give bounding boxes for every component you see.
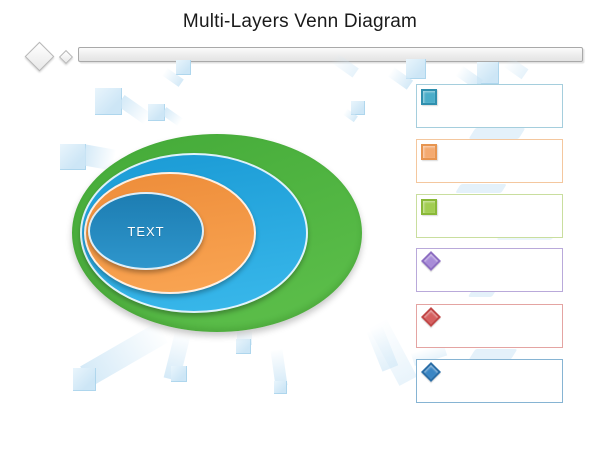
decor-cube	[176, 60, 191, 75]
decor-cube	[406, 59, 426, 79]
legend-marker-diamond-purple	[421, 251, 441, 271]
legend-marker-square-orange	[421, 144, 437, 160]
decor-swoosh	[455, 184, 507, 193]
legend-box-2	[416, 139, 563, 183]
decor-header-bar	[78, 47, 583, 62]
decor-diamond-small	[58, 49, 74, 65]
decor-cube	[351, 101, 365, 115]
legend-marker-diamond-red	[421, 307, 441, 327]
decor-swoosh	[468, 128, 526, 139]
decor-cube	[73, 368, 96, 391]
decor-cube	[236, 339, 251, 354]
decor-cube	[477, 62, 499, 84]
legend-box-3	[416, 194, 563, 238]
decor-cube	[171, 366, 187, 382]
venn-layer-core-blue: TEXT	[88, 192, 204, 270]
legend-marker-diamond-blue	[421, 362, 441, 382]
legend-box-5	[416, 304, 563, 348]
legend-marker-square-teal	[421, 89, 437, 105]
decor-diamond-large	[24, 41, 55, 72]
decor-beam	[161, 107, 183, 126]
decor-cube	[274, 381, 287, 394]
legend-box-4	[416, 248, 563, 292]
decor-cube	[95, 88, 122, 115]
page-title: Multi-Layers Venn Diagram	[182, 11, 418, 32]
legend-marker-square-green	[421, 199, 437, 215]
legend-box-1	[416, 84, 563, 128]
decor-cube	[148, 104, 165, 121]
venn-center-label: TEXT	[127, 223, 165, 239]
decor-beam	[117, 94, 151, 125]
legend-box-6	[416, 359, 563, 403]
decor-cube	[60, 144, 86, 170]
